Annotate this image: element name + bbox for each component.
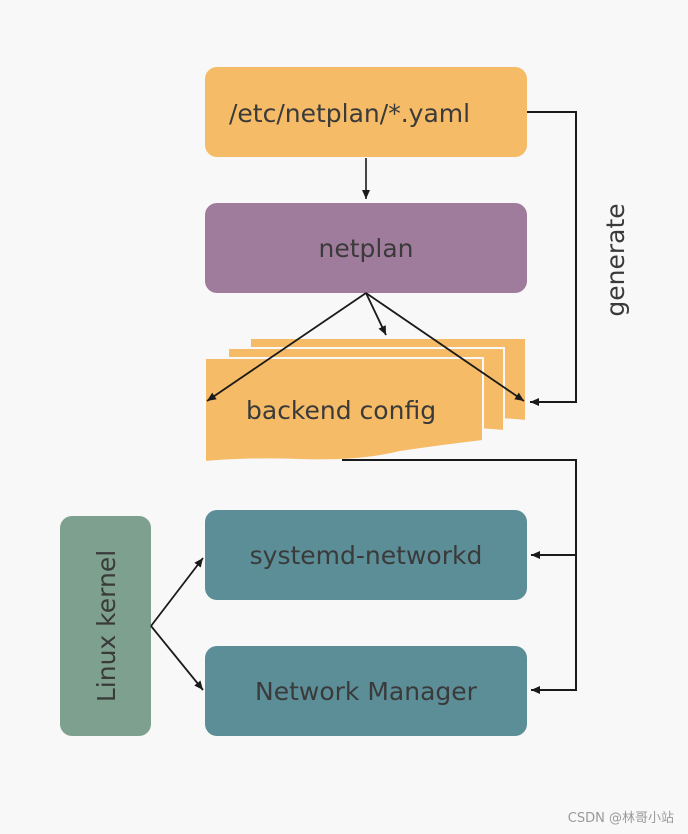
arrow-backend-to-networkd	[342, 459, 577, 559]
network-manager-box	[205, 646, 527, 736]
systemd-networkd-label: systemd-networkd	[250, 541, 483, 570]
linux-kernel-label: Linux kernel	[92, 550, 121, 702]
netplan-label: netplan	[318, 234, 413, 263]
arrow-generate	[527, 111, 577, 406]
arrow-netplan-to-backend-mid	[365, 292, 387, 336]
network-manager-label: Network Manager	[255, 677, 478, 706]
netplan-box	[205, 203, 527, 293]
arrow-netplan-to-backend-left	[206, 292, 367, 402]
systemd-networkd-box	[205, 510, 527, 600]
yaml-box	[205, 67, 527, 157]
arrow-kernel-to-network-manager	[150, 625, 204, 691]
arrow-backend-to-network-manager	[531, 555, 577, 694]
yaml-label: /etc/netplan/*.yaml	[229, 99, 470, 128]
arrow-kernel-to-networkd	[150, 557, 204, 627]
backend-config-label: backend config	[246, 396, 436, 425]
backend-config-stack	[204, 337, 527, 464]
linux-kernel-box	[60, 516, 151, 736]
arrow-netplan-to-backend-right	[365, 292, 525, 402]
watermark: CSDN @林哥小站	[567, 811, 674, 826]
generate-label: generate	[601, 203, 630, 316]
